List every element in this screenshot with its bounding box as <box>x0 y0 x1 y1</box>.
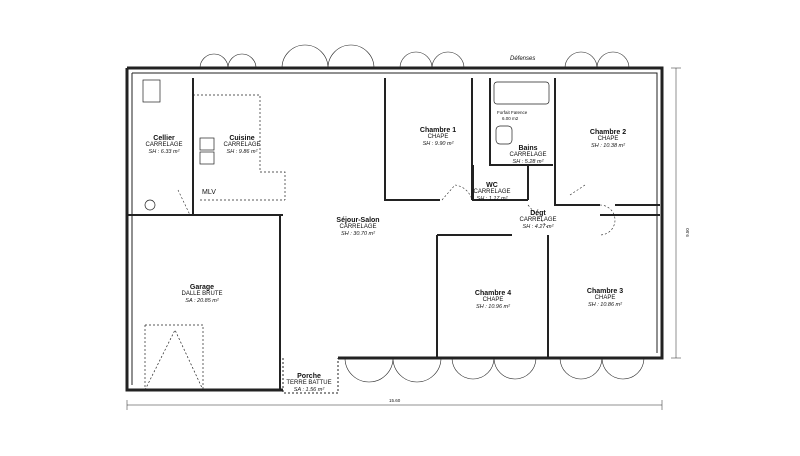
interior-walls <box>127 78 660 390</box>
room-name: Porche <box>297 373 321 380</box>
faience-value: 6.00 m2 <box>502 116 519 121</box>
room-name: Garage <box>189 284 215 291</box>
shutter-arcs <box>199 44 645 383</box>
room-degagement: Dégt CARRELAGE SH : 4.27 m² <box>519 210 556 231</box>
room-name: Chambre 4 <box>474 290 512 297</box>
room-area: SH : 10.86 m² <box>588 302 622 308</box>
depth-dimension: 9.50 <box>684 228 690 237</box>
room-chambre-1: Chambre 1 CHAPE SH : 9.90 m² <box>420 127 456 148</box>
room-chambre-4: Chambre 4 CHAPE SH : 10.96 m² <box>475 290 511 311</box>
room-area: SH : 5.28 m² <box>512 159 544 165</box>
room-bains: Bains CARRELAGE SH : 5.28 m² <box>509 145 546 166</box>
width-dimension: 15.60 <box>389 398 401 403</box>
room-area: SA : 1.56 m² <box>293 387 325 393</box>
room-garage: Garage DALLE BRUTE SA : 20.85 m² <box>181 284 222 305</box>
room-floor: CARRELAGE <box>223 142 261 148</box>
room-floor: DALLE BRUTE <box>181 291 223 297</box>
room-chambre-2: Chambre 2 CHAPE SH : 10.38 m² <box>590 129 626 150</box>
room-area: SA : 20.85 m² <box>185 298 219 304</box>
room-area: SH : 6.33 m² <box>148 149 180 155</box>
room-floor: CARRELAGE <box>473 189 511 195</box>
room-floor: CHAPE <box>427 134 449 140</box>
room-area: SH : 1.17 m² <box>476 196 508 202</box>
room-area: SH : 9.90 m² <box>422 141 454 147</box>
room-name: Dégt <box>530 210 546 217</box>
room-name: Chambre 2 <box>589 129 627 136</box>
room-area: SH : 10.96 m² <box>476 304 510 310</box>
room-cellier: Cellier CARRELAGE SH : 6.33 m² <box>145 135 182 156</box>
exterior-wall <box>125 66 664 392</box>
defenses-label: Défenses <box>510 56 536 62</box>
room-floor: CARRELAGE <box>145 142 183 148</box>
room-floor: CHAPE <box>594 295 616 301</box>
room-area: SH : 9.86 m² <box>226 149 258 155</box>
room-floor: CHAPE <box>597 136 619 142</box>
room-cuisine: Cuisine CARRELAGE SH : 9.86 m² <box>223 135 260 156</box>
room-name: Séjour-Salon <box>336 217 380 224</box>
room-floor: CARRELAGE <box>519 217 557 223</box>
mlv-label: MLV <box>202 189 216 196</box>
room-area: SH : 4.27 m² <box>522 224 554 230</box>
room-floor: TERRE BATTUE <box>286 380 332 386</box>
room-floor: CARRELAGE <box>339 224 377 230</box>
room-name: Chambre 3 <box>586 288 624 295</box>
faience-label: Forfait Faïence <box>497 110 528 115</box>
room-sejour-salon: Séjour-Salon CARRELAGE SH : 30.70 m² <box>336 217 379 238</box>
room-area: SH : 10.38 m² <box>591 143 625 149</box>
room-wc: WC CARRELAGE SH : 1.17 m² <box>473 182 510 203</box>
room-porche: Porche TERRE BATTUE SA : 1.56 m² <box>286 373 331 394</box>
room-name: Bains <box>518 145 538 152</box>
room-name: Cuisine <box>229 135 255 142</box>
room-chambre-3: Chambre 3 CHAPE SH : 10.86 m² <box>587 288 623 309</box>
room-floor: CARRELAGE <box>509 152 547 158</box>
room-name: Chambre 1 <box>419 127 457 134</box>
room-name: WC <box>486 182 498 189</box>
room-floor: CHAPE <box>482 297 504 303</box>
room-name: Cellier <box>153 135 175 142</box>
room-area: SH : 30.70 m² <box>341 231 375 237</box>
